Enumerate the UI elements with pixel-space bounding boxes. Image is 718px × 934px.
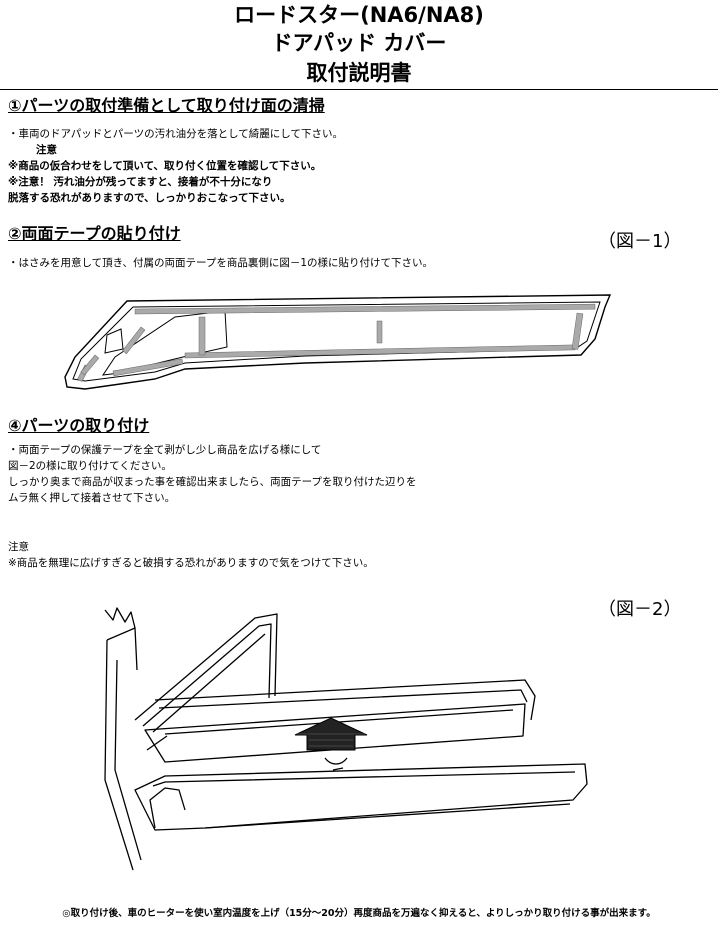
- section-1-heading: ①パーツの取付準備として取り付け面の清掃: [8, 96, 325, 115]
- section-4-line-4: ムラ無く押して接着させて下さい。: [8, 492, 176, 504]
- title-line-2: ドアパッド カバー: [271, 31, 447, 55]
- section-1-note-label: 注意: [36, 144, 57, 156]
- section-2-line-1: ・はさみを用意して頂き、付属の両面テープを商品裏側に図－1の様に貼り付けて下さい…: [8, 257, 433, 269]
- figure-2-illustration: [104, 607, 588, 871]
- section-1-line-1: ・車両のドアパッドとパーツの汚れ油分を落として綺麗にして下さい。: [8, 128, 343, 140]
- section-4-line-2: 図－2の様に取り付けてください。: [8, 460, 172, 472]
- figure-2-label: （図－2）: [598, 599, 682, 620]
- section-4-note-line: ※商品を無理に広げすぎると破損する恐れがありますので気をつけて下さい。: [8, 557, 374, 569]
- figure-1-illustration: [64, 294, 612, 390]
- section-1-line-4: ※注意！ 汚れ油分が残ってますと、接着が不十分になり: [8, 176, 273, 188]
- section-1-line-3: ※商品の仮合わせをして頂いて、取り付く位置を確認して下さい。: [8, 160, 322, 172]
- section-4-line-3: しっかり奥まで商品が収まった事を確認出来ましたら、両面テープを取り付けた辺りを: [8, 476, 417, 488]
- section-4-note-title: 注意: [8, 541, 29, 553]
- title-line-3: 取付説明書: [306, 61, 412, 85]
- figure-1-label: （図－1）: [598, 231, 682, 252]
- footer-note: ◎取り付け後、車のヒーターを使い室内温度を上げ（15分～20分）再度商品を万遍な…: [62, 908, 656, 919]
- section-4-heading: ④パーツの取り付け: [8, 416, 150, 435]
- section-4-line-1: ・両面テープの保護テープを全て剥がし少し商品を広げる様にして: [8, 444, 322, 456]
- title-line-1: ロードスター(NA6/NA8): [234, 3, 484, 27]
- header-divider: [0, 89, 718, 90]
- section-1-line-5: 脱落する恐れがありますので、しっかりおこなって下さい。: [8, 192, 291, 204]
- section-2-heading: ②両面テープの貼り付け: [8, 224, 181, 243]
